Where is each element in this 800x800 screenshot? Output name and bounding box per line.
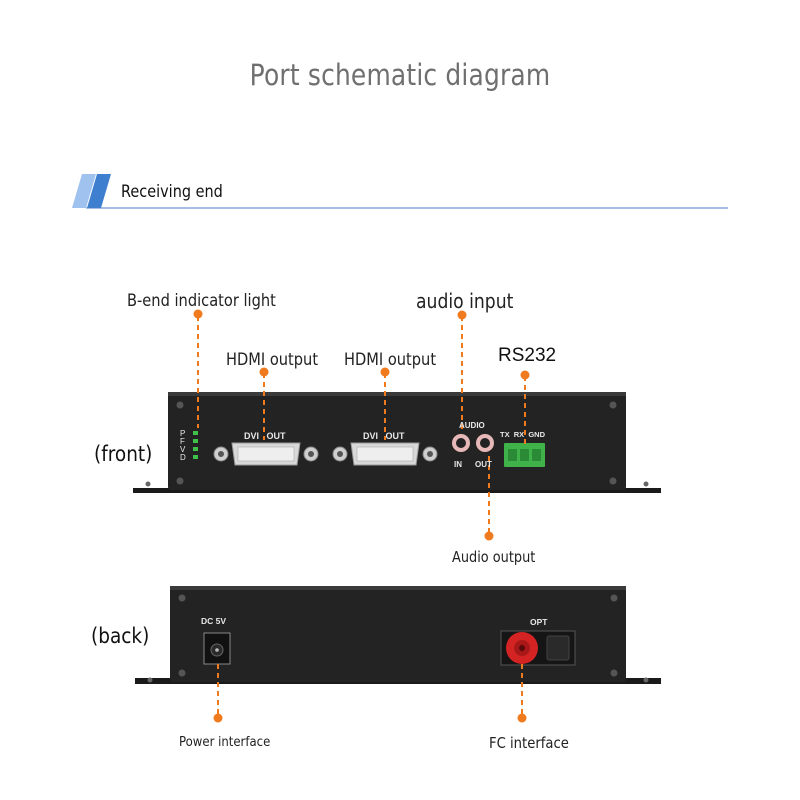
dc-power-jack <box>203 632 231 665</box>
dc-label: DC 5V <box>201 616 226 626</box>
callout-rs232: RS232 <box>498 345 557 366</box>
dvi-port-1 <box>213 442 319 466</box>
indicator-letter-d: D <box>180 453 186 462</box>
section-icon <box>72 174 111 208</box>
indicator-letter-p: P <box>180 429 185 438</box>
page-title: Port schematic diagram <box>249 58 551 92</box>
audio-header-label: AUDIO <box>459 421 485 430</box>
dvi-port-1-label: DVI OUT <box>244 431 286 441</box>
indicator-letter-v: V <box>180 445 186 454</box>
fc-port <box>500 630 576 666</box>
audio-in-jack <box>452 434 470 452</box>
rs232-terminal <box>504 443 545 467</box>
callout-leaders <box>197 316 526 715</box>
front-device <box>133 392 661 493</box>
indicator-letter-f: F <box>180 437 185 446</box>
audio-in-label: IN <box>454 460 462 469</box>
opt-label: OPT <box>530 617 548 627</box>
back-device <box>135 586 661 684</box>
section-label: Receiving end <box>121 182 223 202</box>
audio-out-jack <box>476 434 494 452</box>
callout-power-interface: Power interface <box>179 735 271 750</box>
dvi-port-2 <box>332 442 438 466</box>
callout-hdmi-output-1: HDMI output <box>226 350 319 370</box>
back-side-label: (back) <box>91 624 150 648</box>
callout-hdmi-output-2: HDMI output <box>344 350 437 370</box>
dvi-port-2-label: DVI OUT <box>363 431 405 441</box>
callout-audio-output: Audio output <box>452 548 536 566</box>
callout-dots <box>193 309 530 723</box>
audio-out-label: OUT <box>475 460 492 469</box>
callout-fc-interface: FC interface <box>489 734 569 752</box>
indicator-leds <box>193 431 198 459</box>
front-side-label: (front) <box>94 442 153 466</box>
callout-audio-input: audio input <box>416 289 514 313</box>
callout-b-end-indicator: B-end indicator light <box>127 291 276 311</box>
rs232-pins-label: TX RX GND <box>500 430 546 439</box>
